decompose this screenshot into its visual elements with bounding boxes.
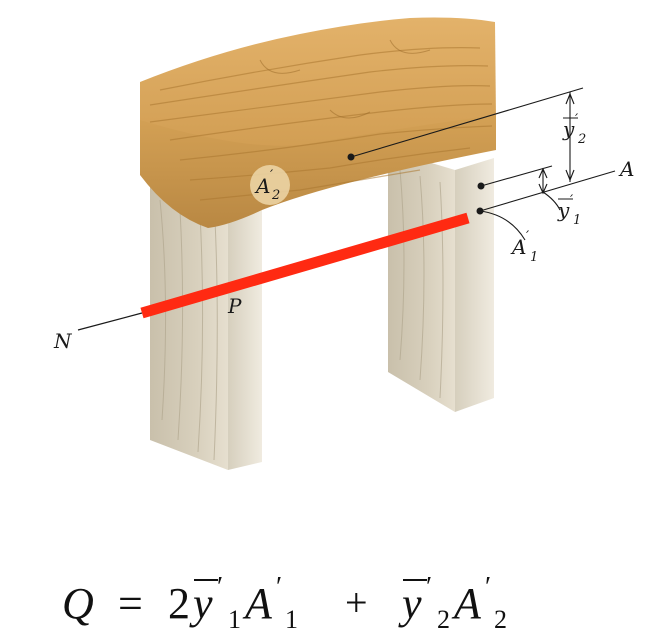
left-leg — [150, 170, 262, 470]
svg-text:′: ′ — [485, 572, 491, 603]
svg-text:′: ′ — [276, 572, 282, 603]
dimension-lines — [350, 87, 616, 241]
svg-text:y: y — [562, 117, 575, 141]
svg-text:1: 1 — [530, 250, 538, 265]
svg-text:′: ′ — [526, 229, 530, 245]
eq-term2-asub: 2 — [494, 605, 507, 634]
eq-lhs: Q — [62, 579, 94, 628]
right-leg — [388, 150, 494, 412]
eq-term2-y: y — [398, 579, 422, 628]
svg-text:y: y — [557, 198, 570, 222]
label-a: A — [618, 157, 634, 181]
label-y1-prime: y ′ 1 — [557, 193, 581, 228]
svg-text:′: ′ — [575, 112, 579, 128]
svg-text:′: ′ — [426, 572, 432, 603]
eq-plus: + — [345, 580, 368, 625]
svg-text:′: ′ — [570, 193, 574, 209]
eq-term1-ysub: 1 — [228, 605, 241, 634]
eq-term2-ysub: 2 — [437, 605, 450, 634]
label-a2-prime: A ′ 2 — [254, 168, 280, 203]
label-n: N — [53, 329, 73, 353]
svg-text:′: ′ — [270, 168, 274, 184]
first-moment-equation: Q = 2 y ′ 1 A ′ 1 + y ′ 2 A ′ 2 — [62, 572, 507, 634]
a2-area-marker — [250, 165, 290, 205]
eq-term1-asub: 1 — [285, 605, 298, 634]
eq-coef: 2 — [168, 579, 190, 628]
svg-text:2: 2 — [271, 188, 280, 203]
eq-term1-a: A — [242, 579, 273, 628]
top-board — [140, 17, 496, 228]
svg-text:2: 2 — [577, 132, 586, 147]
neutral-axis — [77, 212, 470, 331]
label-a1-prime: A ′ 1 — [510, 229, 538, 265]
eq-term1-y: y — [189, 579, 213, 628]
eq-term2-a: A — [451, 579, 482, 628]
label-p: P — [227, 294, 242, 318]
label-y2-prime: y ′ 2 — [562, 112, 586, 147]
svg-text:A: A — [510, 235, 526, 259]
svg-text:′: ′ — [217, 572, 223, 603]
eq-equals: = — [118, 579, 143, 628]
svg-text:1: 1 — [573, 213, 581, 228]
svg-text:A: A — [254, 174, 270, 198]
